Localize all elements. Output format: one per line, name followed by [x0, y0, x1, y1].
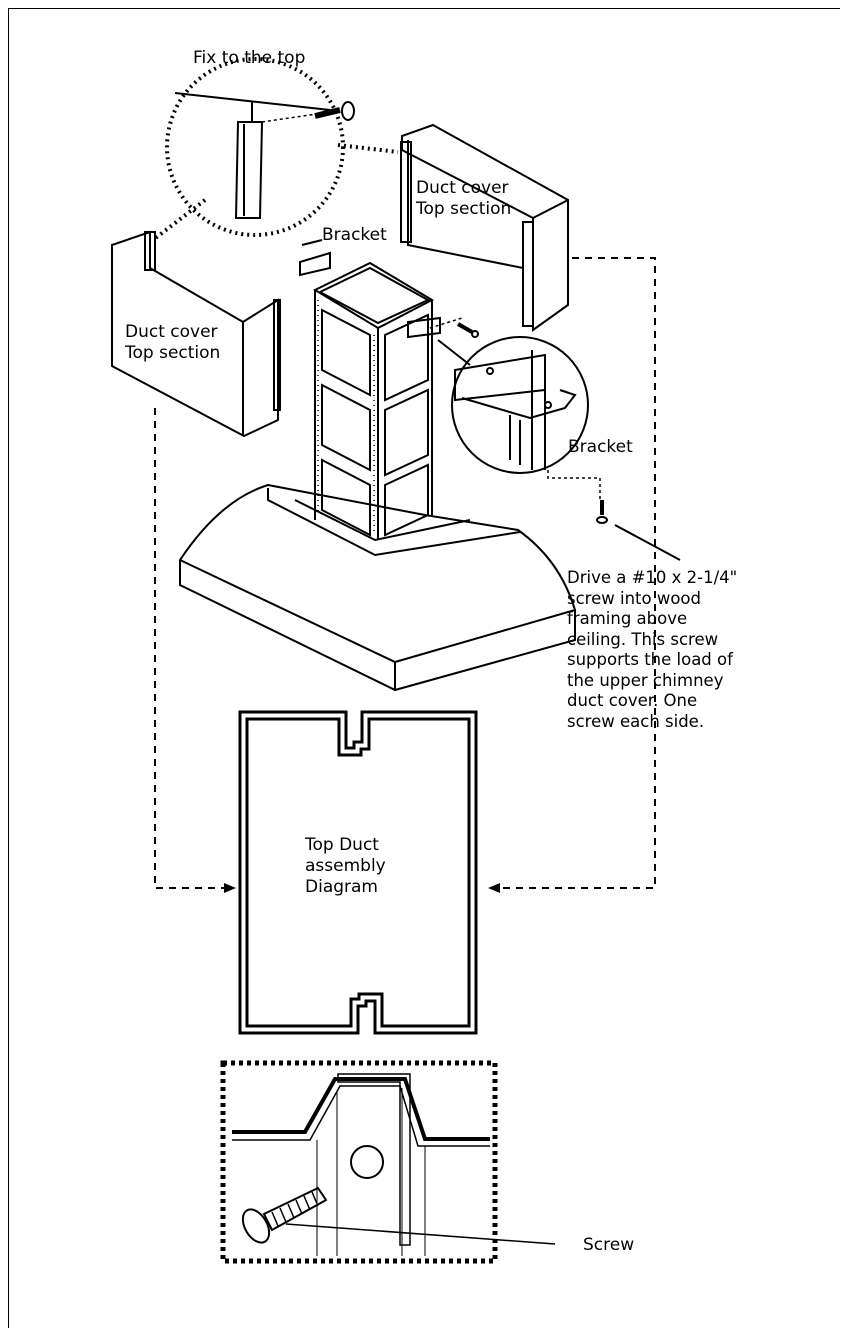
page-frame	[8, 8, 840, 1328]
duct-cover-right-label: Duct cover Top section	[416, 178, 512, 219]
top-screw-icon	[314, 101, 355, 121]
assembly-diagram-label: Top Duct assembly Diagram	[305, 835, 386, 897]
screw-detail	[220, 1060, 556, 1264]
bracket-screw-icon	[457, 322, 479, 338]
bracket-detail-label: Bracket	[568, 437, 633, 457]
duct-assembly-outline	[238, 710, 478, 1035]
duct-cover-left	[111, 230, 281, 438]
screw-label: Screw	[583, 1235, 635, 1255]
screw-icon	[241, 1186, 328, 1244]
duct-cover-right	[400, 123, 569, 332]
instruction-text: Drive a #10 x 2-1/4" screw into wood fra…	[567, 568, 738, 731]
bracket-detail-screw-icon	[596, 500, 608, 524]
fix-to-top-label: Fix to the top	[193, 48, 306, 68]
bracket-top-label: Bracket	[322, 225, 387, 245]
duct-cover-left-label: Duct cover Top section	[125, 322, 221, 363]
bracket-top	[299, 239, 331, 277]
top-fix-detail	[165, 57, 355, 237]
bracket-detail	[451, 336, 681, 561]
hood-base	[179, 483, 576, 692]
dashed-leader-right	[495, 257, 656, 889]
dashed-leader-left	[154, 408, 228, 889]
chimney-column	[312, 261, 435, 540]
